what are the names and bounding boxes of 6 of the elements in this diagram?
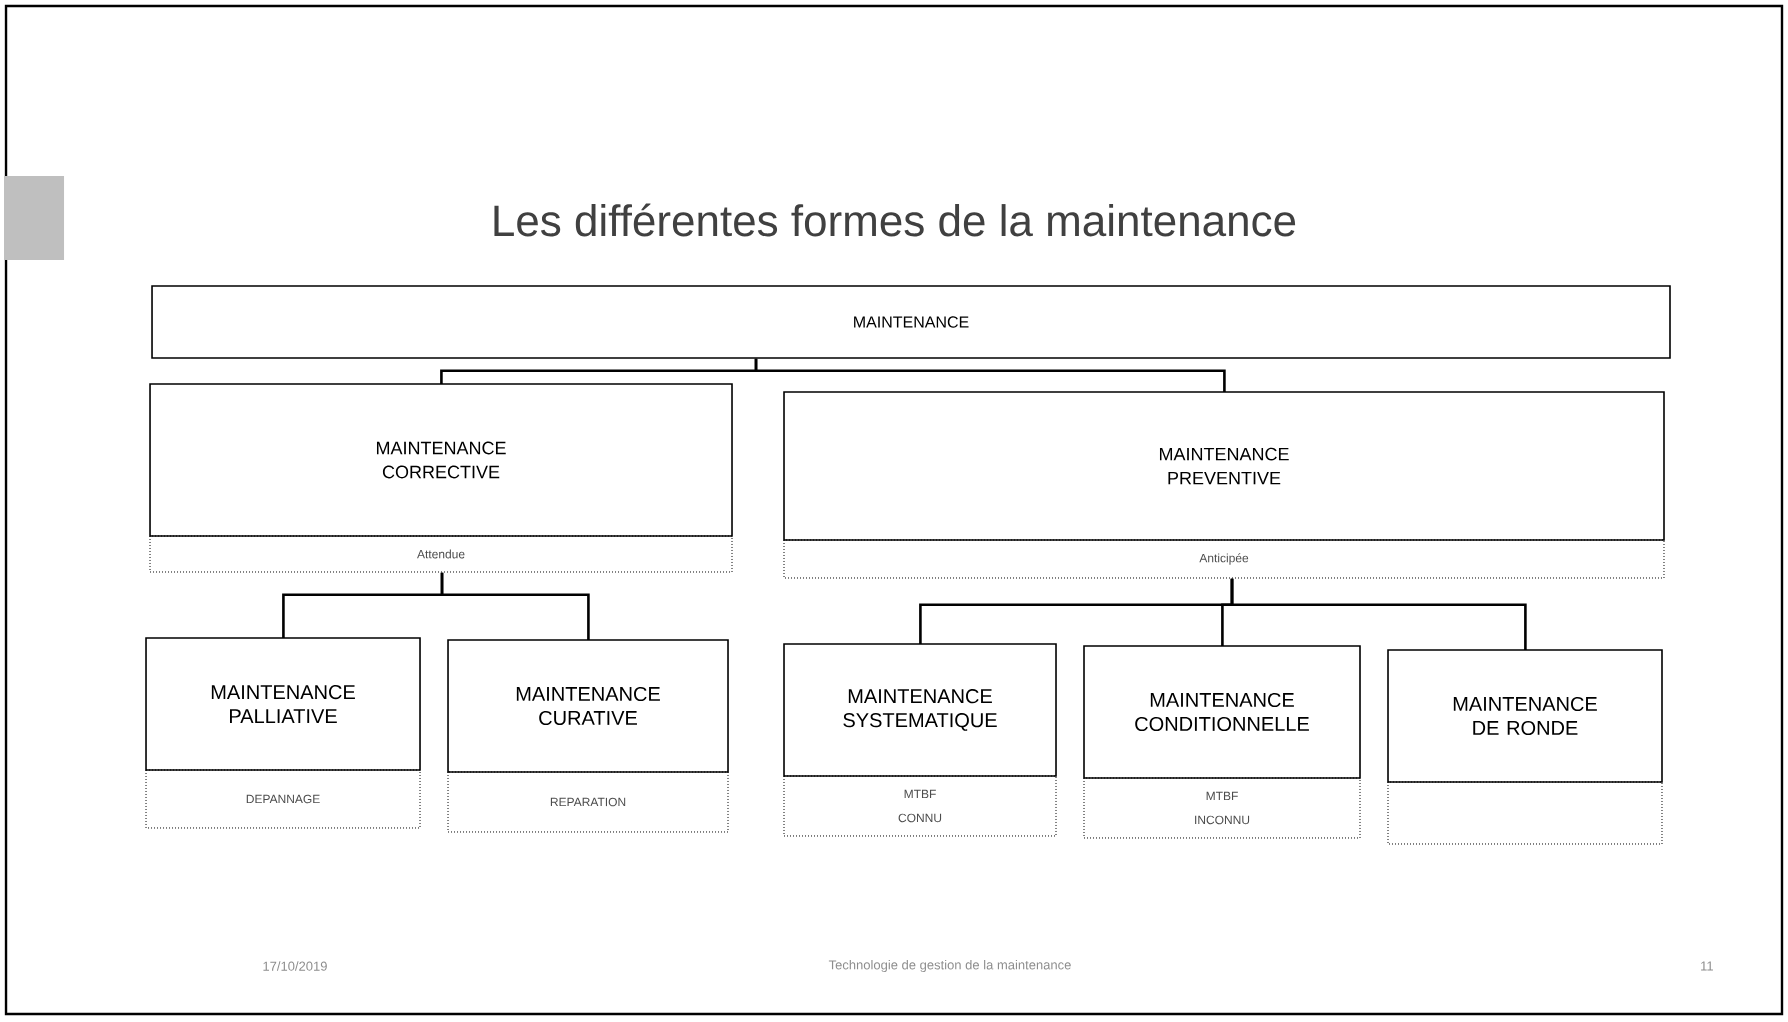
- connector-line: [754, 358, 1226, 392]
- process-box: MAINTENANCE: [151, 285, 1671, 359]
- connector-line: [1230, 578, 1527, 650]
- connector-line: [440, 572, 590, 640]
- title: Les différentes formes de la maintenance: [494, 203, 1296, 237]
- process-box: MAINTENANCE DE RONDE: [1387, 649, 1663, 845]
